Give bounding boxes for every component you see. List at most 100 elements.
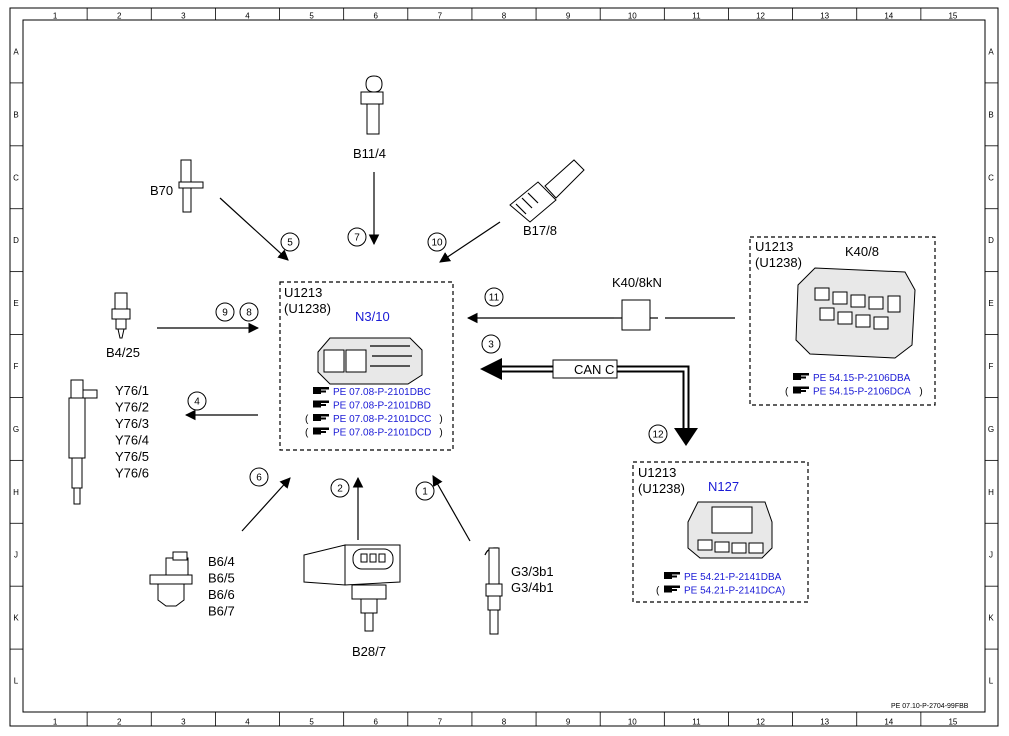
k40-8kn-label: K40/8kN [612,275,662,290]
b11-4-label: B11/4 [353,146,386,161]
reference-item[interactable]: PE 54.21-P-2141DBA [664,572,782,583]
grid-column-label: 8 [502,718,507,727]
fuse-relay-box-image [795,267,916,359]
b6-label-list: B6/4B6/5B6/6B6/7 [208,554,235,619]
grid-row-label: H [988,488,994,497]
n127-unit-image [687,501,773,559]
k40-box [749,236,936,406]
reference-link[interactable]: PE 07.08-P-2101DBC [333,387,431,398]
grid-column-label: 6 [374,718,379,727]
signal-number-text: 3 [488,340,494,351]
grid-column-label: 12 [756,12,765,21]
reference-link[interactable]: PE 07.08-P-2101DCC [333,414,431,425]
reference-item[interactable]: PE 54.15-P-2106DBA [793,373,911,384]
signal-number-text: 11 [489,293,500,304]
pointing-hand-icon [664,572,680,579]
grid-row-label: F [14,362,19,371]
grid-row-label: E [13,299,18,308]
grid-row-label: C [13,173,19,182]
grid-column-label: 3 [181,12,186,21]
can-c-bus: CAN C [480,358,698,446]
reference-link[interactable]: PE 54.21-P-2141DBA [684,572,782,583]
signal-number-8: 8 [239,302,259,322]
signal-number-text: 8 [246,308,252,319]
ecm-box [279,281,454,451]
g3-sensor-image [484,547,503,635]
grid-column-label: 3 [181,718,186,727]
grid-column-label: 6 [374,12,379,21]
signal-number-7: 7 [347,227,367,247]
grid-column-label: 1 [53,12,58,21]
reference-item[interactable]: PE 07.08-P-2101DBC [313,387,431,398]
b4-25-label: B4/25 [106,345,140,360]
b28-7-sensor-image [303,544,401,632]
ecm-reference-list: PE 07.08-P-2101DBC PE 07.08-P-2101DBD (PE … [305,387,443,439]
b11-4-sensor-image [360,75,384,135]
reference-link[interactable]: PE 07.08-P-2101DBD [333,401,431,412]
reference-link[interactable]: PE 54.21-P-2141DCA) [684,586,785,597]
grid-row-label: G [988,425,994,434]
grid-column-label: 15 [948,718,957,727]
pointing-hand-icon [793,373,809,380]
ecm-name: N3/10 [355,309,390,324]
signal-number-1: 1 [415,481,435,501]
k40-reference-list: PE 54.15-P-2106DBA (PE 54.15-P-2106DCA) [785,373,923,398]
component-label: Y76/6 [115,466,149,481]
grid-column-label: 10 [628,718,637,727]
reference-suffix: ) [919,387,922,398]
signal-number-2: 2 [330,478,350,498]
grid-row-label: J [989,551,993,560]
reference-link[interactable]: PE 54.15-P-2106DCA [813,387,911,398]
grid-column-label: 9 [566,718,571,727]
signal-number-5: 5 [280,232,300,252]
reference-item[interactable]: (PE 07.08-P-2101DCD) [305,427,443,439]
component-label: B6/6 [208,587,235,602]
b17-8-label: B17/8 [523,223,557,238]
grid-column-label: 14 [884,12,893,21]
grid-column-label: 11 [692,12,701,21]
b6-sensor-image [149,551,193,607]
n127-reference-list: PE 54.21-P-2141DBA (PE 54.21-P-2141DCA) [656,572,785,597]
arrow-b17-8 [439,221,501,263]
relay-k40-8kn-image [614,299,658,331]
component-label: Y76/4 [115,433,149,448]
pointing-hand-icon [313,400,329,408]
reference-item[interactable]: (PE 07.08-P-2101DCC) [305,414,443,425]
signal-number-text: 10 [431,238,443,249]
grid-column-label: 9 [566,12,571,21]
can-c-label: CAN C [574,362,614,377]
arrow-b6 [241,477,291,532]
signal-number-text: 6 [256,473,262,484]
pointing-hand-icon [313,387,329,394]
outer-frame [9,7,999,727]
grid-row-label: E [988,299,993,308]
ecm-u1213: U1213 [284,285,322,300]
grid-column-label: 11 [692,718,701,727]
reference-item[interactable]: (PE 54.21-P-2141DCA) [656,585,785,597]
reference-link[interactable]: PE 07.08-P-2101DCD [333,428,431,439]
grid-row-label: G [13,425,19,434]
component-label: Y76/3 [115,416,149,431]
signal-number-6: 6 [249,467,269,487]
grid-column-label: 8 [502,12,507,21]
arrow-b70 [219,197,289,261]
reference-item[interactable]: PE 07.08-P-2101DBD [313,400,431,412]
n127-name: N127 [708,479,739,494]
grid-row-label: B [13,110,18,119]
grid-row-label: K [988,614,994,623]
signal-number-11: 11 [484,287,504,307]
reference-item[interactable]: (PE 54.15-P-2106DCA) [785,386,923,398]
grid-column-label: 10 [628,12,637,21]
signal-number-text: 5 [287,238,293,249]
signal-number-text: 7 [354,233,360,244]
pointing-hand-icon [313,414,329,421]
grid-labels: 1122334455667788991010111112121313141415… [13,12,994,727]
b70-sensor-image [178,159,204,213]
grid-row-label: B [988,110,993,119]
grid-column-label: 4 [245,718,250,727]
n127-u1213: U1213 [638,465,676,480]
signal-number-9: 9 [215,302,235,322]
signal-number-text: 12 [652,430,664,441]
reference-link[interactable]: PE 54.15-P-2106DBA [813,373,911,384]
